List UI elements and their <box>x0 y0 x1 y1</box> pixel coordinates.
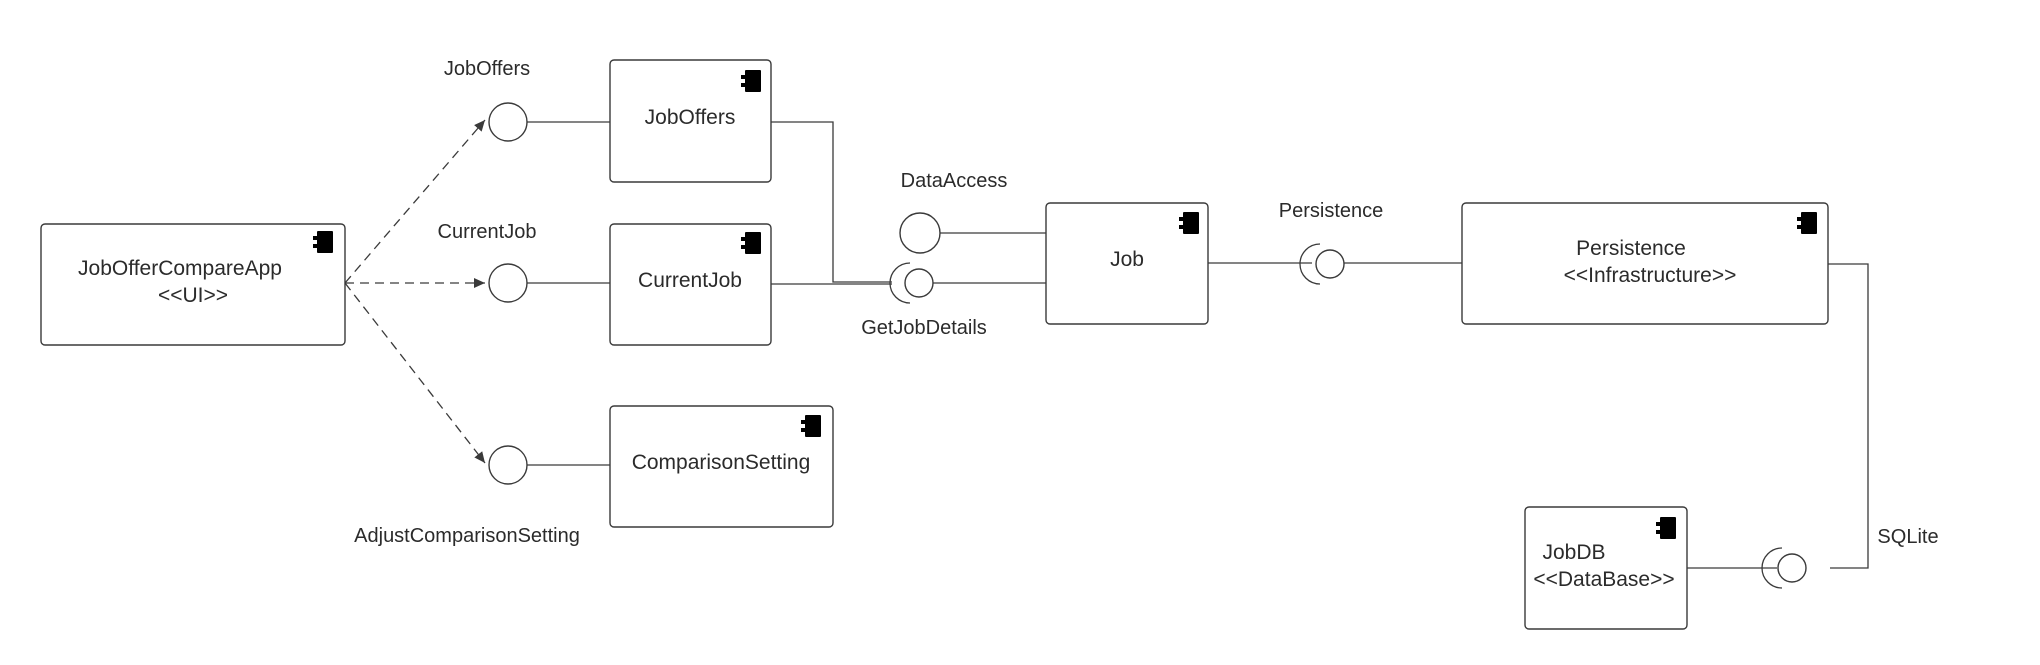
interface-persistence-socket <box>1299 243 1321 285</box>
component-joboffers-name: JobOffers <box>645 106 736 129</box>
interface-adjust-ball <box>488 445 528 485</box>
component-comparison-name: ComparisonSetting <box>632 451 811 474</box>
label-getjobdetails-interface: GetJobDetails <box>861 317 987 339</box>
label-adjust-interface: AdjustComparisonSetting <box>354 525 580 547</box>
interface-getjobdetails-ball <box>904 268 934 298</box>
interface-sqlite-ball <box>1777 553 1807 583</box>
component-job-name: Job <box>1110 248 1144 271</box>
label-joboffers-interface: JobOffers <box>444 58 530 80</box>
dependency-joboffers <box>344 119 486 284</box>
component-currentjob-name: CurrentJob <box>638 269 742 292</box>
component-jobdb-name: JobDB <box>1542 541 1605 564</box>
component-persistence-stereotype: <<Infrastructure>> <box>1564 264 1737 287</box>
component-comparison[interactable]: ComparisonSetting <box>609 405 834 528</box>
interface-joboffers-ball <box>488 102 528 142</box>
label-dataaccess-interface: DataAccess <box>901 170 1008 192</box>
component-currentjob[interactable]: CurrentJob <box>609 223 772 346</box>
component-app-stereotype: <<UI>> <box>158 284 228 307</box>
dependency-adjust <box>344 282 486 464</box>
interface-dataaccess-ball <box>899 212 941 254</box>
component-joboffers[interactable]: JobOffers <box>609 59 772 183</box>
component-persistence[interactable]: Persistence <<Infrastructure>> <box>1461 202 1829 325</box>
label-sqlite-interface: SQLite <box>1877 526 1938 548</box>
component-app[interactable]: JobOfferCompareApp <<UI>> <box>40 223 346 346</box>
interface-getjobdetails-socket <box>889 262 911 304</box>
link-persistence-sqlite <box>1828 263 1869 569</box>
component-job[interactable]: Job <box>1045 202 1209 325</box>
component-jobdb-stereotype: <<DataBase>> <box>1533 568 1674 591</box>
label-currentjob-interface: CurrentJob <box>438 221 537 243</box>
component-app-name: JobOfferCompareApp <box>78 257 282 280</box>
interface-persistence-ball <box>1315 249 1345 279</box>
label-persistence-interface: Persistence <box>1279 200 1384 222</box>
component-jobdb[interactable]: JobDB <<DataBase>> <box>1524 506 1688 630</box>
interface-sqlite-socket <box>1761 547 1783 589</box>
interface-currentjob-ball <box>488 263 528 303</box>
component-persistence-name: Persistence <box>1576 237 1686 260</box>
link-joboffers-getjobdetails <box>771 121 892 283</box>
